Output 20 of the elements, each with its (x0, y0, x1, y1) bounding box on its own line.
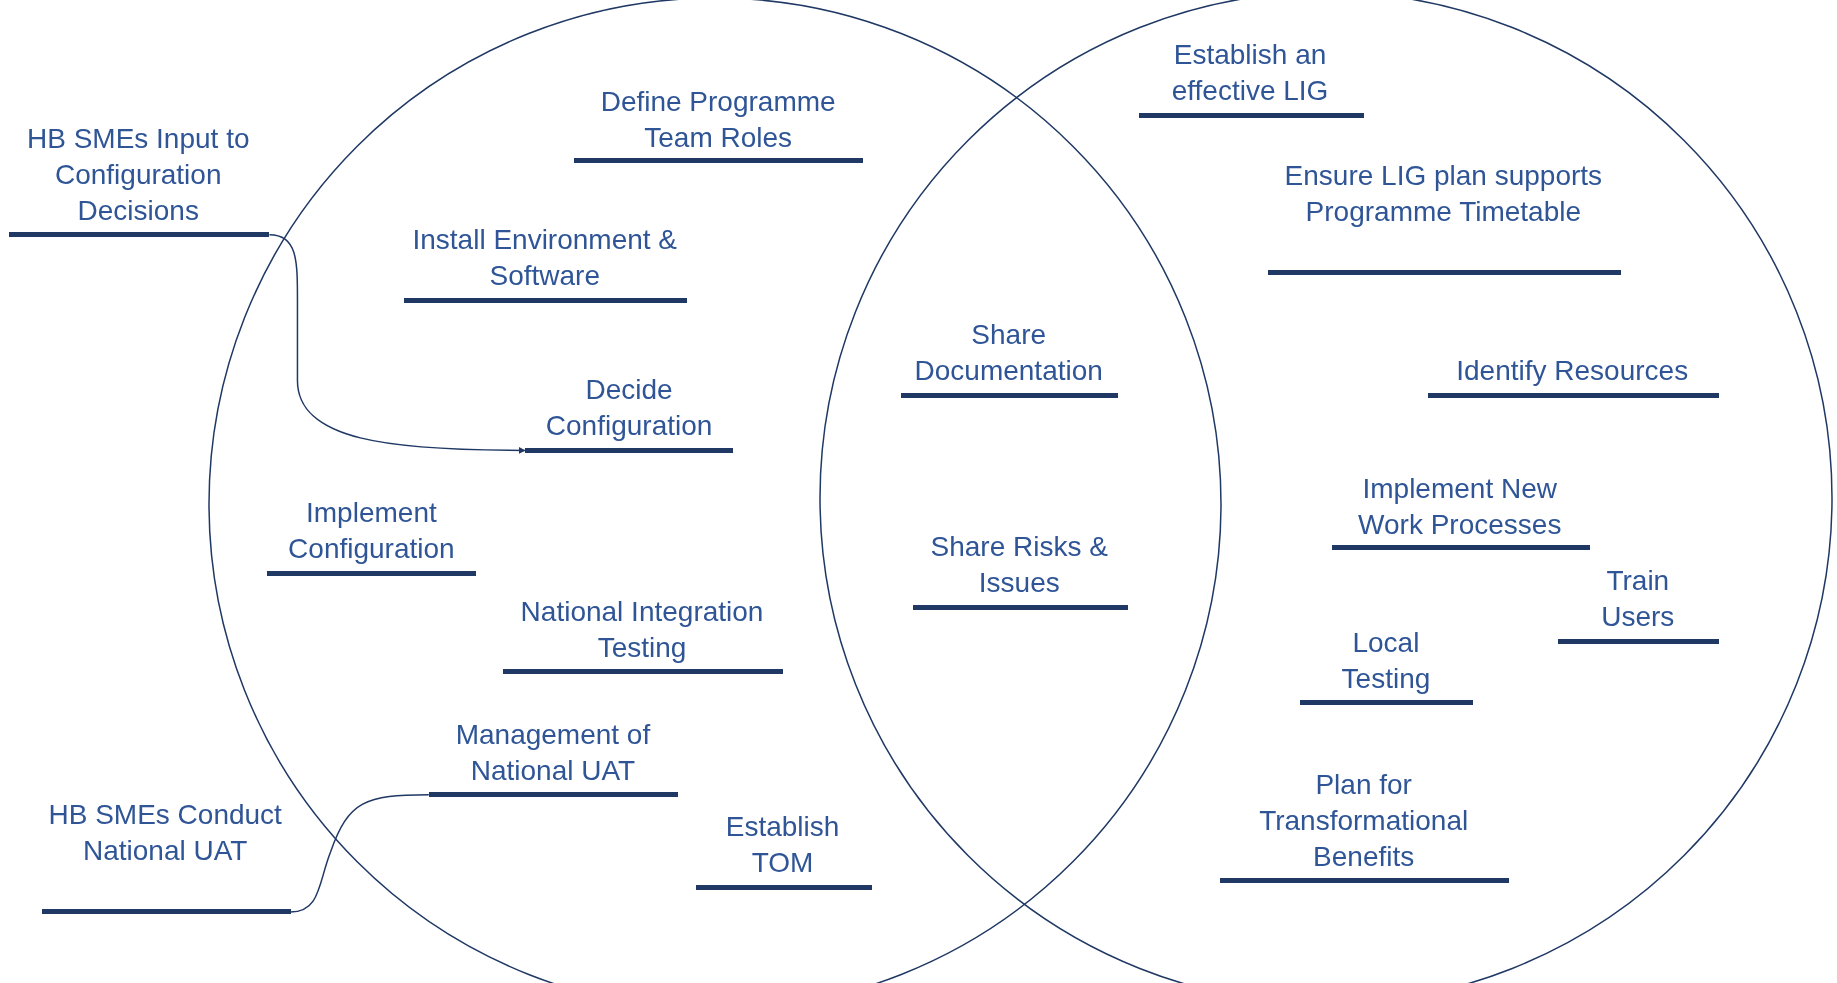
task-label: Install Environment & Software (411, 223, 679, 294)
task-label: Share Risks & Issues (929, 530, 1109, 601)
task-label: Share Documentation (913, 318, 1104, 389)
task-label: Decide Configuration (544, 373, 714, 444)
task-label: HB SMEs Input to Configuration Decisions (25, 122, 251, 229)
task-label: Implement Configuration (287, 496, 456, 567)
task-label: Local Testing (1340, 626, 1432, 697)
task-label: Establish an effective LIG (1170, 38, 1330, 109)
task-label: Define Programme Team Roles (599, 84, 837, 155)
task-label: Identify Resources (1455, 354, 1690, 389)
task-label: Management of National UAT (454, 717, 652, 788)
task-label: HB SMEs Conduct National UAT (47, 798, 283, 869)
task-label: Implement New Work Processes (1357, 471, 1563, 542)
curved-connector (289, 794, 430, 913)
task-label: Plan for Transformational Benefits (1258, 767, 1470, 874)
task-label: National Integration Testing (519, 594, 765, 665)
curved-arrow (268, 234, 526, 454)
task-label: Train Users (1600, 564, 1676, 635)
task-label: Establish TOM (724, 810, 841, 881)
task-label: Ensure LIG plan supports Programme Timetable (1283, 158, 1604, 229)
